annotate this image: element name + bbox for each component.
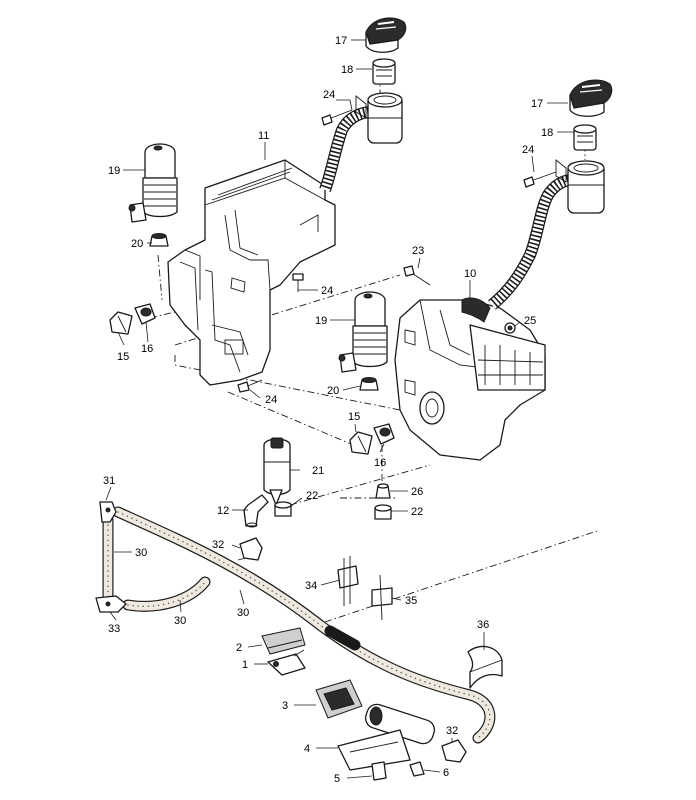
callout-34: 34 [305, 580, 317, 592]
callout-26: 26 [411, 486, 423, 498]
callout-11: 11 [258, 130, 269, 142]
screw-left-neck [321, 109, 353, 126]
filler-cap-right [569, 79, 613, 117]
callout-19a: 19 [108, 165, 120, 177]
callout-16a: 16 [141, 343, 153, 355]
screw-left-24b [237, 379, 263, 393]
washer-reservoir-left [167, 159, 336, 386]
washer-pump-left [128, 143, 178, 223]
callout-18a: 18 [341, 64, 353, 76]
grommet-22a [274, 501, 292, 517]
bracket-36 [467, 645, 503, 689]
callout-5: 5 [334, 773, 340, 785]
washer-pump-21 [263, 437, 291, 506]
clip-35 [371, 574, 393, 621]
hose-lines [102, 506, 496, 744]
callout-32a: 32 [212, 539, 224, 551]
callout-33: 33 [108, 623, 120, 635]
filler-neck-left [319, 92, 403, 192]
callout-12: 12 [217, 505, 229, 517]
filler-neck-right [488, 159, 605, 310]
callout-4: 4 [304, 743, 310, 755]
pump-plug-left [109, 303, 156, 335]
callout-24a: 24 [323, 89, 335, 101]
callout-20b: 20 [327, 385, 339, 397]
callout-35: 35 [405, 595, 417, 607]
grommet-left-20 [149, 233, 169, 247]
grommet-22b [374, 504, 392, 520]
strainer-left [372, 58, 396, 85]
filler-cap-left [365, 17, 407, 53]
connector-32a [237, 537, 263, 561]
connector-31 [99, 501, 117, 523]
screw-left-24a [292, 273, 304, 292]
callout-21: 21 [312, 465, 324, 477]
spray-jet-1 [267, 649, 306, 676]
clip-34 [337, 556, 359, 606]
connector-32b [441, 739, 467, 763]
headlamp-cylinder-assembly [315, 679, 436, 781]
callout-24b: 24 [321, 285, 333, 297]
cover-2 [261, 627, 306, 655]
callout-2: 2 [236, 642, 242, 654]
callout-32b: 32 [446, 725, 458, 737]
callout-22a: 22 [306, 490, 318, 502]
callout-17a: 17 [335, 35, 347, 47]
callout-24c: 24 [265, 394, 277, 406]
grommet-right-20 [359, 377, 379, 391]
callout-3: 3 [282, 700, 288, 712]
callout-15a: 15 [117, 351, 129, 363]
plug-26 [375, 483, 391, 499]
callout-22b: 22 [411, 506, 423, 518]
callout-30a: 30 [135, 547, 147, 559]
screw-23 [403, 265, 431, 286]
washer-reservoir-right [394, 297, 546, 461]
callout-30b: 30 [174, 615, 186, 627]
callout-1: 1 [242, 659, 248, 671]
screw-right-neck [523, 171, 557, 188]
callout-31: 31 [103, 475, 115, 487]
callout-25: 25 [524, 315, 536, 327]
nut-25 [504, 322, 516, 334]
washer-pump-right [338, 291, 388, 373]
callout-16b: 16 [374, 457, 386, 469]
pump-plug-right [349, 423, 395, 455]
connector-33 [95, 595, 127, 613]
callout-17b: 17 [531, 98, 543, 110]
callout-36: 36 [477, 619, 489, 631]
callout-30c: 30 [237, 607, 249, 619]
callout-23: 23 [412, 245, 424, 257]
callout-labels: 17 18 24 11 19 20 15 16 24 24 17 18 24 2… [103, 35, 553, 785]
callout-20a: 20 [131, 238, 143, 250]
callout-19b: 19 [315, 315, 327, 327]
callout-18b: 18 [541, 127, 553, 139]
leader-lines [105, 39, 574, 779]
elbow-12 [243, 494, 269, 528]
callout-15b: 15 [348, 411, 360, 423]
callout-24d: 24 [522, 144, 534, 156]
callout-6: 6 [443, 767, 449, 779]
strainer-right [573, 124, 597, 151]
callout-10: 10 [464, 268, 476, 280]
